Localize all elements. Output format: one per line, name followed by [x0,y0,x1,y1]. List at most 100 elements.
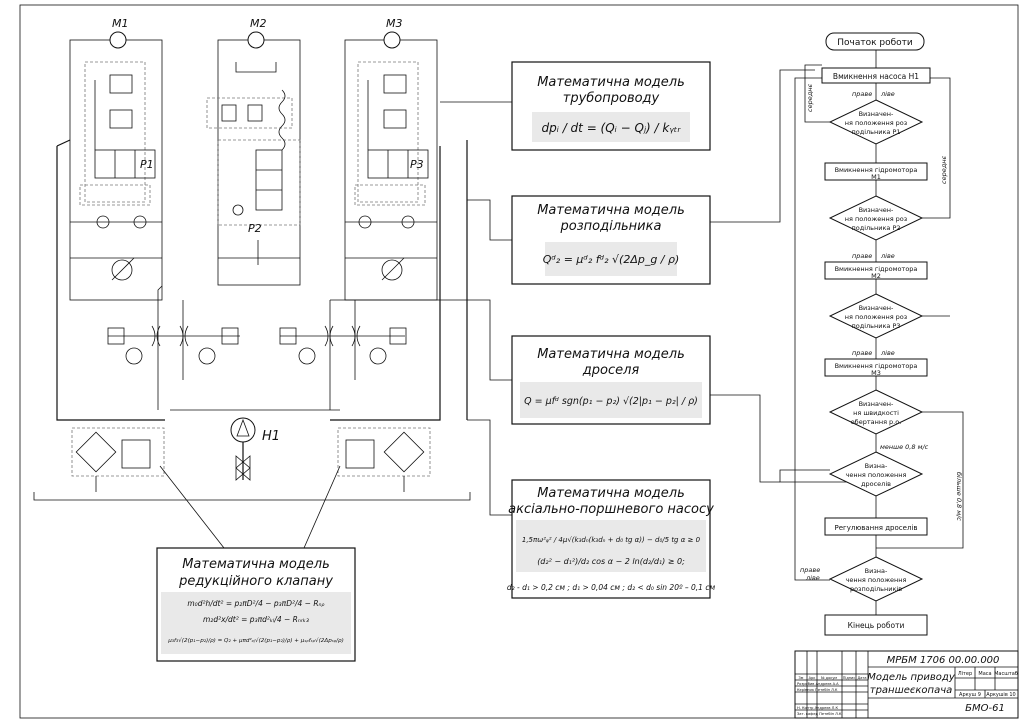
svg-text:Визна-: Визна- [865,462,888,470]
svg-text:трубопроводу: трубопроводу [563,91,660,106]
svg-text:Qᵈ₂ = μᵈ₂ fᵈ₂ √(2Δp_g / ρ): Qᵈ₂ = μᵈ₂ fᵈ₂ √(2Δp_g / ρ) [543,253,680,266]
flow-enable-m2 [824,261,928,280]
model-pipeline: Математична модель трубопроводу dpᵢ / dt… [511,61,711,151]
svg-text:Математична модель: Математична модель [537,75,685,90]
distributor-p2-label: Р2 [248,222,262,235]
svg-text:Визна-: Визна- [865,567,888,575]
titleblock-org: БМО-61 [965,703,1005,714]
svg-text:чення положення: чення положення [846,576,907,584]
label-mid-1: середнє [806,84,814,112]
flow-enable-m3 [824,358,928,377]
reducer-bracket [33,492,471,501]
svg-text:подільника Р1: подільника Р1 [851,128,900,136]
svg-text:Масштаб: Масштаб [994,671,1018,677]
filter-reducer-right [337,427,431,477]
svg-text:Керівник Петебін Л.К: Керівник Петебін Л.К [797,688,838,692]
svg-text:Аркушів 10: Аркушів 10 [986,692,1015,698]
svg-text:Маса: Маса [978,671,991,677]
svg-text:ня положення роз: ня положення роз [845,313,908,321]
svg-text:Q = μfᵈ sgn(p₁ − p₂) √(2|p₁ −: Q = μfᵈ sgn(p₁ − p₂) √(2|p₁ − p₂| / ρ) [524,396,698,407]
flow-enable-m1 [824,162,928,181]
svg-text:Вмикнення гідромотора: Вмикнення гідромотора [835,265,918,273]
flow-decision-distributors [828,556,924,602]
svg-text:подільника Р2: подільника Р2 [851,224,900,232]
flow-enable-pump [821,67,931,84]
algorithm-flowchart: Початок роботи Вмикнення насоса Н1 Визна… [779,32,964,636]
svg-text:розподільників: розподільників [850,585,902,593]
svg-text:дроселів: дроселів [861,480,891,488]
titleblock-title-1: Модель приводу [867,672,956,683]
motor-m2-label: М2 [250,17,267,30]
svg-text:Регулювання дроселів: Регулювання дроселів [835,524,918,532]
motor-m2-symbol [247,31,265,49]
svg-text:Визначен-: Визначен- [859,400,894,408]
connector-distributor [710,69,815,223]
titleblock-code: МРБМ 1706 00.00.000 [887,655,1000,666]
svg-text:ня положення роз: ня положення роз [845,215,908,223]
label-right-3: праве [852,349,872,357]
svg-text:μ₃f₃√(2(p₁−p₂)/ρ) = Q₂ + μπd²ₒ: μ₃f₃√(2(p₁−p₂)/ρ) = Q₂ + μπd²ₒⱼ√(2(p₁−p₂… [167,637,344,644]
motor-m3-label: М3 [386,17,403,30]
label-left-2: ліве [880,252,895,260]
title-block: МРБМ 1706 00.00.000 Модель приводу транш… [794,650,1019,719]
svg-text:dpᵢ / dt = (Qᵢ − Qⱼ) / kᵧₜᵣ: dpᵢ / dt = (Qᵢ − Qⱼ) / kᵧₜᵣ [542,121,682,135]
motor-m1-symbol [109,31,127,49]
svg-text:Арк: Арк [809,676,816,680]
svg-text:Н. Контр Андреєв Л.К: Н. Контр Андреєв Л.К [797,706,838,710]
flow-decision-speed [828,389,924,435]
svg-text:М2: М2 [871,272,881,280]
label-left-3: ліве [880,349,895,357]
svg-text:1,5πω²ᵩ² / 4μ√(k₃dₙ(k₃dₙ + d₀: 1,5πω²ᵩ² / 4μ√(k₃dₙ(k₃dₙ + d₀ tg α)) − d… [522,536,701,544]
model-reducer: Математична модель редукційного клапану … [156,547,356,662]
svg-text:ня положення роз: ня положення роз [845,119,908,127]
svg-text:Визначен-: Визначен- [859,110,894,118]
svg-text:Математична модель: Математична модель [537,203,685,218]
svg-text:d₂ - d₁ > 0,2 см ; d₁ > 0,0: d₂ - d₁ > 0,2 см ; d₁ > 0,04 см ; d₂ < d… [507,583,716,592]
titleblock-title-2: траншеєкопача [870,685,953,696]
svg-text:ня швидкості: ня швидкості [853,409,899,417]
flow-end [824,614,928,636]
svg-text:Підпис: Підпис [843,676,856,680]
label-less-speed: менше 0,8 м/с [880,443,929,451]
distributor-p1-label: Р1 [140,158,154,171]
flow-start [825,32,925,51]
svg-text:Математична модель: Математична модель [537,486,685,501]
svg-text:Визначен-: Визначен- [859,206,894,214]
svg-text:Вмикнення насоса Н1: Вмикнення насоса Н1 [833,72,919,81]
label-right-1: праве [852,90,872,98]
svg-text:чення положення: чення положення [846,471,907,479]
svg-text:Розробив Андреєв А.А: Розробив Андреєв А.А [797,682,839,686]
svg-text:(d₂² − d₁²)/d₂ cos α − 2 ln(d₂: (d₂² − d₁²)/d₂ cos α − 2 ln(d₂/d₁) ≥ 0; [537,557,685,566]
throttle-group-right [279,300,407,410]
svg-text:Математична модель: Математична модель [537,347,685,362]
svg-text:подільника Р3: подільника Р3 [851,322,900,330]
flow-decision-throttles [828,451,924,497]
svg-text:Початок роботи: Початок роботи [837,38,913,48]
svg-text:Визначен-: Визначен- [859,304,894,312]
throttle-group-left [107,285,240,410]
hydraulic-scheme: М1 М2 М3 Р1 Р2 Р3 Н1 [33,17,512,549]
motor-m3-module [344,39,438,301]
svg-text:аксіально-поршневого насосу: аксіально-поршневого насосу [508,502,714,517]
flow-decision-p3 [828,293,924,339]
label-left-1: ліве [880,90,895,98]
model-pump: Математична модель аксіально-поршневого … [507,479,716,599]
flow-adjust-throttles [824,517,928,536]
label-more-speed: більше 0,8 м/с [955,472,963,521]
pump-h1-label: Н1 [262,429,280,444]
distributor-p3-label: Р3 [410,158,424,171]
svg-text:дроселя: дроселя [582,363,640,378]
svg-text:Зат. кафед Петебін Л.К: Зат. кафед Петебін Л.К [797,712,842,716]
svg-text:№ докум: № докум [821,676,837,680]
svg-text:Зм: Зм [799,676,804,680]
connector-throttle [710,394,780,483]
flow-decision-p1 [828,99,924,145]
svg-text:редукційного клапану: редукційного клапану [178,574,333,589]
svg-text:М1: М1 [871,173,881,181]
svg-text:розподільника: розподільника [560,219,662,234]
model-distributor: Математична модель розподільника Qᵈ₂ = μ… [511,195,711,285]
svg-text:Кінець роботи: Кінець роботи [848,621,905,630]
motor-m1-label: М1 [112,17,129,30]
